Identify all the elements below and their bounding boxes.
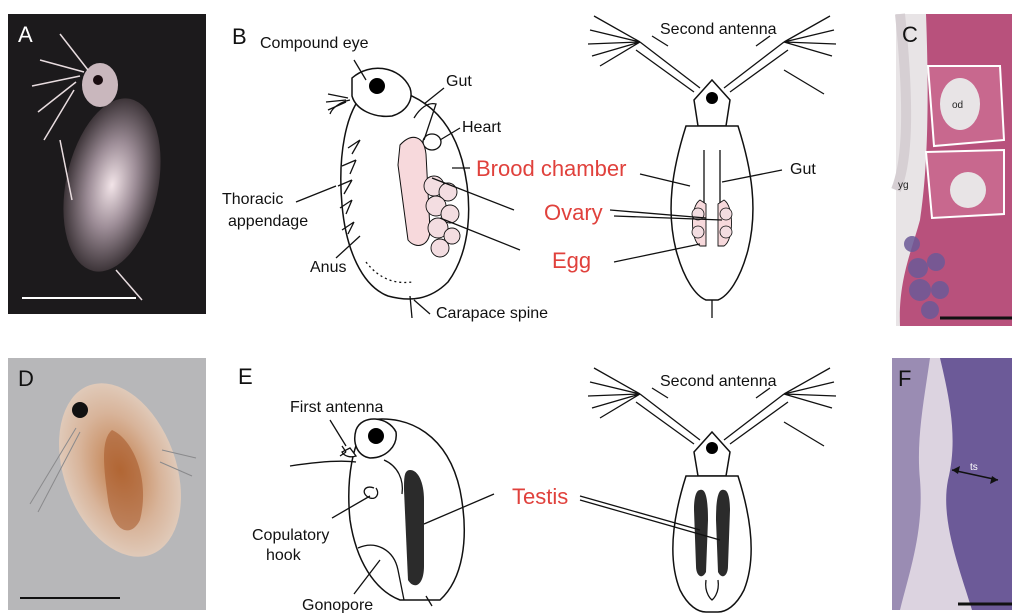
male-lateral-diagram [290, 419, 494, 606]
compound-eye-dot [369, 78, 385, 94]
female-lateral-diagram [296, 60, 520, 318]
label-appendage: appendage [228, 213, 308, 230]
photo-female-daphnia [8, 14, 206, 314]
panel-label-b: B [232, 24, 247, 49]
label-gonopore: Gonopore [302, 597, 373, 613]
label-testis: Testis [512, 484, 568, 509]
label-anus: Anus [310, 259, 346, 276]
panel-label-f: F [898, 366, 911, 391]
label-yg: yg [898, 180, 909, 191]
histology-ovary [896, 14, 1012, 326]
panel-label-c: C [902, 22, 918, 47]
label-brood-chamber: Brood chamber [476, 156, 626, 181]
male-dorsal-diagram [580, 368, 836, 612]
panel-label-e: E [238, 364, 253, 389]
photo-male-daphnia [8, 358, 206, 610]
label-ovary: Ovary [544, 200, 603, 225]
label-first-antenna: First antenna [290, 399, 383, 416]
histology-testis [892, 358, 1012, 610]
label-gut: Gut [446, 73, 472, 90]
label-heart: Heart [462, 119, 502, 136]
label-egg: Egg [552, 248, 591, 273]
panel-label-d: D [18, 366, 34, 391]
label-hook: hook [266, 547, 302, 564]
label-copulatory: Copulatory [252, 527, 329, 544]
label-ts: ts [970, 462, 978, 473]
label-od: od [952, 100, 963, 111]
label-gut-dorsal: Gut [790, 161, 816, 178]
label-carapace-spine: Carapace spine [436, 305, 548, 322]
label-second-antenna-male: Second antenna [660, 373, 777, 390]
label-compound-eye: Compound eye [260, 35, 369, 52]
panel-label-a: A [18, 22, 33, 47]
label-second-antenna-female: Second antenna [660, 21, 777, 38]
label-thoracic: Thoracic [222, 191, 283, 208]
